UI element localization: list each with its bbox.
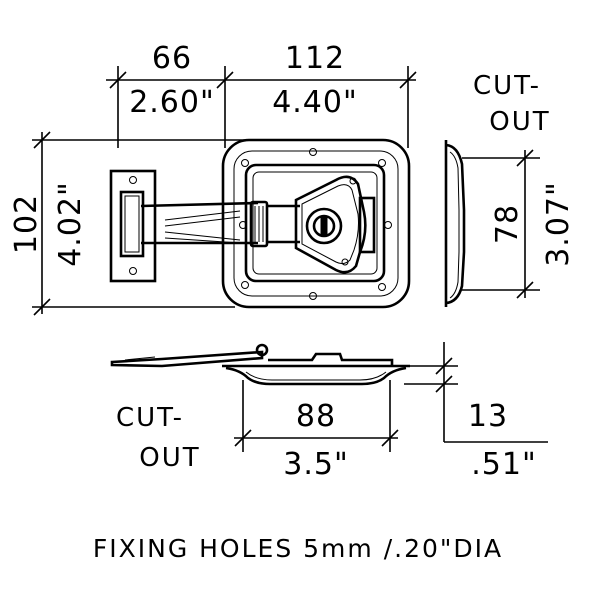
fixing-hole-icon <box>241 159 249 167</box>
handle-arm <box>140 200 300 248</box>
dimension-tick <box>435 357 453 375</box>
recessed-dish <box>221 138 411 309</box>
hinge-pin-icon <box>255 343 269 357</box>
dim-left-height-in: 4.02" <box>53 181 88 267</box>
profile-dish-bottom <box>225 366 407 386</box>
dim-cutout-height-mm: 78 <box>490 204 525 244</box>
profile-dish-outer <box>445 143 466 305</box>
fixing-hole-icon <box>309 292 317 300</box>
dimension-tick <box>516 281 534 299</box>
dimension-tick <box>516 149 534 167</box>
dimension-tick <box>234 429 252 447</box>
dish-outer-rim <box>221 138 411 309</box>
arm-collar <box>249 200 269 248</box>
fixing-hole-icon <box>129 267 137 275</box>
arm-edge-top <box>140 201 259 208</box>
dim-cutout-width-in: 3.5" <box>283 447 349 482</box>
right-dimension-group: 78 3.07" CUT- OUT <box>462 71 576 299</box>
keyway-icon <box>320 216 328 236</box>
cutout-label-bottom-line2: OUT <box>139 443 200 473</box>
hinge-leaf-line <box>124 356 156 361</box>
arm-highlight <box>164 237 241 244</box>
fixing-hole-icon <box>378 283 386 291</box>
dimension-tick <box>399 71 417 89</box>
dim-depth-in: .51" <box>471 447 537 482</box>
lock-cylinder-inner <box>312 214 336 238</box>
dish-recess-inner <box>252 171 378 275</box>
profile-dish-inner <box>449 151 460 299</box>
hinge-leaf-profile <box>110 350 264 368</box>
lock-cylinder-icon <box>305 207 343 245</box>
dim-cutout-height-in: 3.07" <box>541 181 576 267</box>
bottom-side-view <box>110 343 410 386</box>
dimension-tick <box>435 375 453 393</box>
fixing-hole-icon <box>239 221 247 229</box>
latch-profile-top <box>268 352 394 366</box>
fixing-holes-note: FIXING HOLES 5mm /.20"DIA <box>93 534 503 563</box>
cutout-label-right-line1: CUT- <box>473 71 541 101</box>
fixing-hole-icon <box>378 159 386 167</box>
keeper-bar <box>358 196 376 254</box>
butterfly-inner <box>301 184 359 265</box>
hinge-slot <box>119 190 145 258</box>
hinge-plate <box>109 169 157 283</box>
side-profile <box>444 140 466 307</box>
butterfly-body <box>294 175 367 274</box>
arm-highlight <box>164 231 241 241</box>
dim-top-width-in: 2.60" <box>129 85 215 120</box>
arm-highlight <box>164 210 241 221</box>
dim-top-length-in: 4.40" <box>272 85 358 120</box>
dimension-tick <box>216 71 234 89</box>
top-dimension-group: 66 2.60" 112 4.40" <box>106 41 417 148</box>
profile-dish-inner-line <box>245 371 387 381</box>
butterfly-handle <box>294 175 367 274</box>
left-dimension-group: 102 4.02" <box>9 131 250 316</box>
hinge-plate-outline <box>109 169 157 283</box>
hinge-slot-inner <box>124 195 140 253</box>
dimension-tick <box>381 429 399 447</box>
bottom-dimension-group: 88 3.5" CUT- OUT 13 .51" <box>116 342 548 482</box>
rivet-icon <box>341 258 349 266</box>
fixing-hole-icon <box>241 281 249 289</box>
cutout-label-bottom-line1: CUT- <box>116 403 184 433</box>
arm-highlight <box>164 216 241 227</box>
dim-top-length-mm: 112 <box>285 41 345 76</box>
dim-depth-mm: 13 <box>468 399 508 434</box>
dim-top-width-mm: 66 <box>152 41 192 76</box>
fixing-hole-icon <box>384 221 392 229</box>
dimension-tick <box>109 71 127 89</box>
fixing-hole-icon <box>309 148 317 156</box>
dim-cutout-width-mm: 88 <box>296 399 336 434</box>
cutout-label-right-line2: OUT <box>489 107 550 137</box>
dimension-tick <box>33 131 51 149</box>
dimension-tick <box>33 298 51 316</box>
dim-left-height-mm: 102 <box>9 194 44 254</box>
rivet-icon <box>349 177 357 185</box>
fixing-hole-icon <box>129 176 137 184</box>
